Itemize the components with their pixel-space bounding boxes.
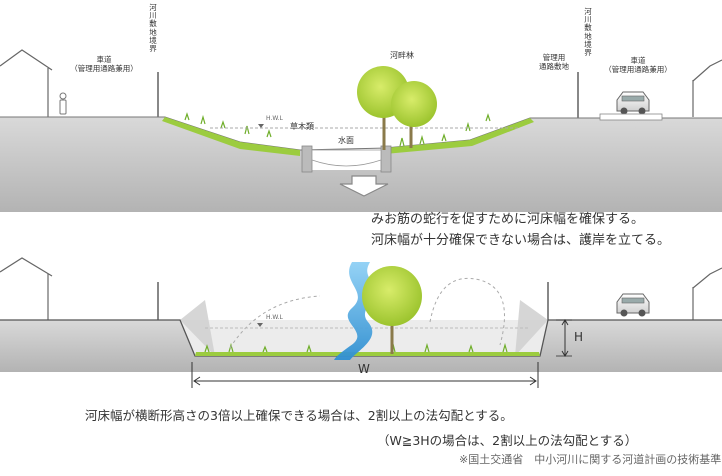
h-label: H (574, 330, 584, 344)
channel-bed-grass (195, 352, 540, 356)
top-water-channel (311, 149, 382, 167)
riparian-forest-label: 河畔林 (390, 51, 414, 60)
left-house-roof (0, 49, 53, 71)
right-road-label: 車道 （管理用通路兼用） (604, 56, 672, 74)
tree2-canopy (391, 81, 437, 127)
right-house-roof (692, 59, 722, 82)
left-boundary-label: 河川敷地境界 (149, 3, 157, 54)
bottom-ground (0, 320, 722, 372)
bottom-cross-section (0, 257, 722, 388)
top-hwl-marker (258, 124, 264, 128)
left-revetment (301, 145, 313, 173)
person-body-icon (59, 99, 67, 115)
left-bank-grass (162, 117, 300, 156)
w-label: W (358, 362, 370, 376)
bottom-hwl-marker (257, 323, 263, 327)
right-boundary-label: 河川敷地境界 (584, 7, 592, 58)
middle-text-line1: みお筋の蛇行を促すために河床幅を確保する。 (371, 212, 645, 227)
w-arrow-left (193, 376, 201, 386)
mgmt-road-label: 管理用 通路敷地 (539, 53, 569, 71)
right-grass-blades (399, 113, 491, 147)
bottom-caption-line1: 河床幅が横断形高さの3倍以上確保できる場合は、2割以上の法勾配とする。 (85, 408, 513, 423)
right-slope-shade (515, 300, 548, 356)
middle-text-line2: 河床幅が十分確保できない場合は、護岸を立てる。 (371, 233, 671, 248)
top-ground (0, 117, 722, 212)
top-hwl-label: H.W.L (266, 115, 283, 122)
water-surface-label: 水面 (338, 136, 354, 145)
car-icon-bottom (616, 293, 650, 317)
right-road-surface (599, 113, 663, 121)
grass-label: 草木類 (290, 122, 314, 131)
top-cross-section (0, 49, 722, 212)
person-head-icon (59, 92, 67, 100)
down-arrow-icon (339, 175, 389, 197)
left-road-label: 車道 （管理用通路兼用） (70, 55, 138, 73)
bottom-caption-line2: （W≧3Hの場合は、2割以上の法勾配とする） (377, 433, 638, 448)
right-bank-grass (385, 118, 534, 154)
bottom-hwl-label: H.W.L (266, 314, 283, 321)
left-house2-roof (0, 257, 53, 277)
left-slope-shade (180, 300, 215, 356)
top-ground-line (0, 116, 722, 151)
tree3-canopy (362, 266, 422, 326)
w-arrow-right (529, 376, 537, 386)
source-note: ※国土交通省 中小河川に関する河道計画の技術基準 (459, 453, 722, 466)
right-dashed-arc (429, 277, 505, 346)
left-grass-blades (184, 112, 272, 138)
car-icon-top (616, 91, 650, 115)
right-house2-roof (692, 267, 722, 289)
